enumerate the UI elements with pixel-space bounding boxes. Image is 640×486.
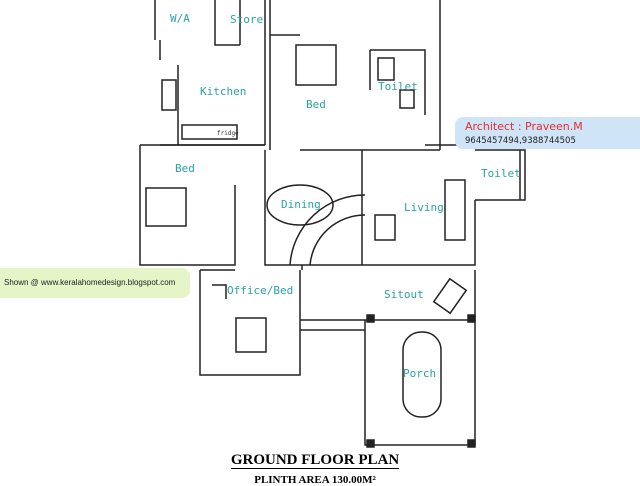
room-label-office: Office/Bed	[227, 284, 294, 297]
architect-phone: 9645457494,9388744505	[465, 136, 576, 146]
plinth-area: PLINTH AREA 130.00M²	[254, 474, 376, 486]
credit-banner: Shown @ www.keralahomedesign.blogspot.co…	[0, 268, 190, 298]
room-label-dining: Dining	[281, 198, 321, 211]
dining-living	[264, 150, 476, 270]
room-label-bed-left: Bed	[175, 162, 195, 175]
room-label-kitchen: Kitchen	[200, 85, 247, 98]
fridge-label: fridge	[217, 130, 239, 137]
sitout-porch	[300, 270, 476, 448]
room-label-living: Living	[404, 201, 444, 214]
architect-banner: Architect : Praveen.M 9645457494,9388744…	[455, 117, 640, 149]
architect-name: Architect : Praveen.M	[465, 120, 583, 133]
credit-text: Shown @ www.keralahomedesign.blogspot.co…	[4, 278, 176, 287]
room-label-toilet-top: Toilet	[378, 80, 418, 93]
room-label-store: Store	[230, 13, 264, 26]
bed-left-walls	[139, 144, 265, 266]
plan-title-wrap: GROUND FLOOR PLAN	[0, 452, 630, 469]
room-label-sitout: Sitout	[384, 288, 424, 301]
room-label-porch: Porch	[403, 367, 437, 380]
room-label-bed-top: Bed	[306, 98, 326, 111]
office-walls	[199, 269, 301, 376]
room-label-toilet-right: Toilet	[481, 167, 521, 180]
bed-top-walls	[269, 0, 441, 151]
plan-title: GROUND FLOOR PLAN	[230, 452, 400, 469]
room-label-wa: W/A	[170, 12, 190, 25]
